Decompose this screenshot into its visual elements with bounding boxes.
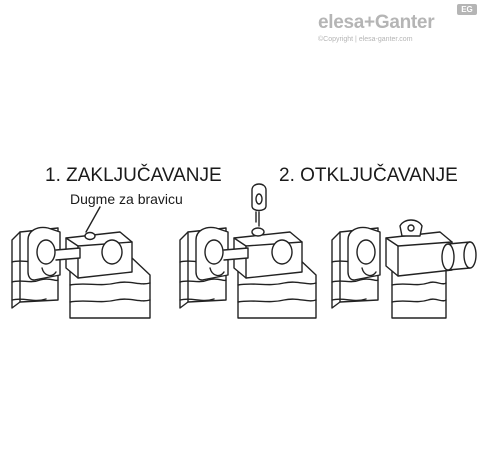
key-icon bbox=[251, 183, 267, 237]
lock-button-callout: Dugme za bravicu bbox=[70, 191, 183, 207]
brand-badge: EG bbox=[457, 4, 477, 15]
brand-logo: elesa+Ganter EG ©Copyright | elesa-gante… bbox=[318, 4, 477, 50]
callout-leader-line bbox=[85, 206, 101, 233]
step-2-title: 2. OTKLJUČAVANJE bbox=[279, 165, 458, 186]
key-head-icon bbox=[399, 219, 423, 237]
copyright-text: ©Copyright | elesa-ganter.com bbox=[318, 36, 413, 43]
illustration-unlocking bbox=[179, 183, 317, 319]
illustration-unlocked bbox=[331, 219, 477, 319]
brand-name: elesa+Ganter bbox=[318, 12, 435, 33]
step-1-title: 1. ZAKLJUČAVANJE bbox=[45, 165, 222, 186]
illustration-locked bbox=[11, 226, 151, 319]
